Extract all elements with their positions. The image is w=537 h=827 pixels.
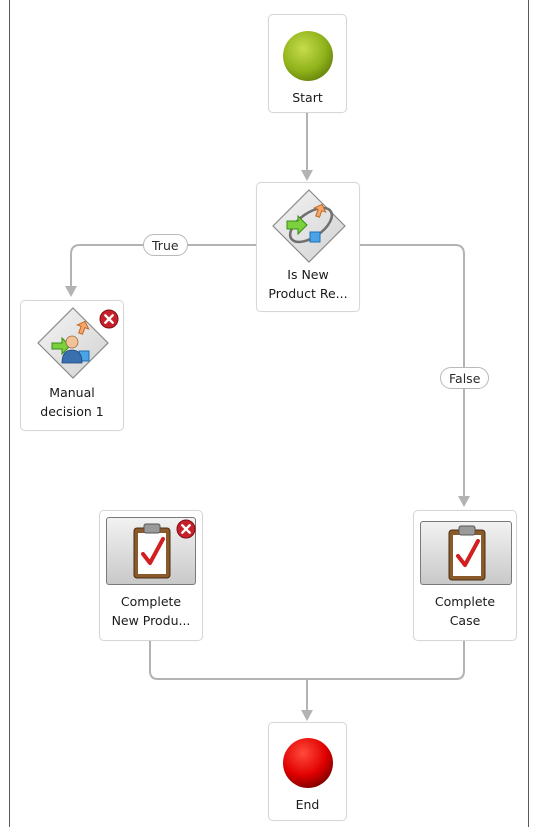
- arrowhead-decision: [301, 170, 313, 181]
- edge-complete-case-to-end: [307, 641, 465, 680]
- complete-case-label: Complete Case: [434, 594, 496, 628]
- edge-complete-new-to-end: [149, 641, 307, 680]
- edge-label-false[interactable]: False: [440, 367, 490, 389]
- edge-label-true[interactable]: True: [143, 234, 188, 256]
- complete-new-product-node[interactable]: Complete New Produ...: [99, 510, 203, 641]
- task-icon-frame: [420, 521, 512, 585]
- arrowhead-complete-case: [458, 496, 470, 507]
- error-icon[interactable]: [99, 309, 119, 329]
- end-node[interactable]: End: [268, 722, 347, 821]
- arrowhead-end: [301, 710, 313, 721]
- manual-decision-node[interactable]: Manual decision 1: [20, 300, 124, 431]
- start-label: Start: [292, 90, 323, 105]
- complete-new-product-label: Complete New Produ...: [111, 594, 191, 628]
- start-node[interactable]: Start: [268, 14, 347, 113]
- start-event-icon: [283, 31, 333, 81]
- decision-label: Is New Product Re...: [268, 267, 348, 301]
- error-icon[interactable]: [176, 519, 196, 539]
- manual-decision-label: Manual decision 1: [40, 385, 104, 419]
- end-label: End: [295, 797, 320, 812]
- clipboard-check-icon: [448, 525, 486, 581]
- canvas-border-left: [9, 0, 10, 827]
- canvas-border-right: [528, 0, 529, 827]
- manual-decision-icon: [37, 307, 109, 379]
- decision-node[interactable]: Is New Product Re...: [256, 182, 360, 312]
- complete-case-node[interactable]: Complete Case: [413, 510, 517, 641]
- clipboard-check-icon: [133, 523, 171, 579]
- edge-false-to-complete-case: [360, 244, 465, 498]
- arrowhead-manual: [65, 286, 77, 297]
- edge-true-to-manual: [70, 244, 256, 288]
- decision-rule-icon: [272, 189, 346, 263]
- end-event-icon: [283, 738, 333, 788]
